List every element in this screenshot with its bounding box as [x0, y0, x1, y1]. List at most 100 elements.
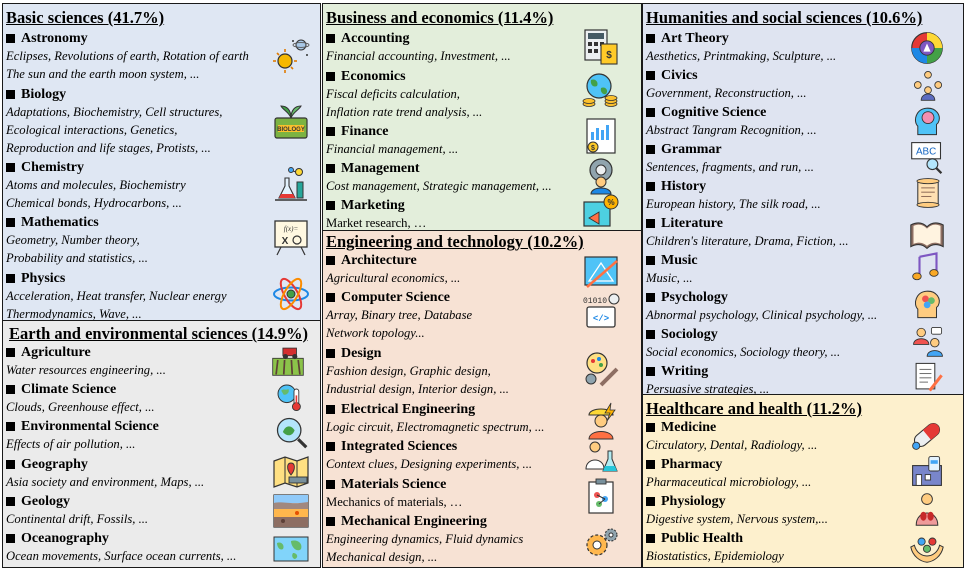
panel-humanities-social-sciences: Humanities and social sciences (10.6%) A…: [642, 3, 964, 395]
bullet-square: [326, 34, 335, 43]
subject-name: Marketing: [341, 198, 405, 213]
subject-desc-line: Sentences, fragments, and run, ...: [646, 160, 814, 174]
subject-desc-line: Music, ...: [646, 271, 693, 285]
subject-marketing: Marketing Market research, …: [326, 197, 594, 231]
bullet-square: [646, 145, 655, 154]
finance-report-icon: $: [586, 118, 616, 154]
mechanical-gears-icon: [586, 528, 618, 556]
marketing-megaphone-icon: %: [583, 194, 619, 227]
bullet-square: [6, 422, 15, 431]
svg-text:ABC: ABC: [916, 146, 936, 157]
subject-desc-line: Children's literature, Drama, Fiction, .…: [646, 234, 849, 248]
subject-desc-line: Atoms and molecules, Biochemistry: [6, 178, 186, 192]
bullet-square: [646, 367, 655, 376]
bullet-square: [646, 34, 655, 43]
public-health-hands-icon: [910, 537, 944, 563]
subject-cognitive-science: Cognitive Science Abstract Tangram Recog…: [646, 104, 914, 139]
subject-name: Physiology: [661, 494, 726, 509]
subject-name: Writing: [661, 364, 709, 379]
subject-desc-line: Eclipses, Revolutions of earth, Rotation…: [6, 49, 249, 63]
subject-desc-line: Fiscal deficits calculation,: [326, 87, 460, 101]
subject-name: Accounting: [341, 31, 410, 46]
subject-desc-line: Abstract Tangram Recognition, ...: [646, 123, 817, 137]
subject-chemistry: Chemistry Atoms and molecules, Biochemis…: [6, 159, 274, 212]
svg-text:X: X: [282, 236, 289, 247]
subject-desc-line: Engineering dynamics, Fluid dynamics: [326, 532, 524, 546]
subject-physics: Physics Acceleration, Heat transfer, Nuc…: [6, 270, 274, 320]
subject-desc-line: Social economics, Sociology theory, ...: [646, 345, 841, 359]
subject-desc-line: Inflation rate trend analysis, ...: [326, 105, 483, 119]
svg-text:%: %: [607, 198, 614, 207]
calculator-document-icon: $: [584, 29, 618, 65]
medicine-capsule-icon: [912, 422, 941, 450]
subject-name: History: [661, 179, 707, 194]
subject-desc-line: Cost management, Strategic management, .…: [326, 179, 552, 193]
bullet-square: [326, 127, 335, 136]
subject-name: Electrical Engineering: [341, 402, 476, 417]
subject-design: Design Fashion design, Graphic design, I…: [326, 345, 594, 398]
subject-desc-line: Chemical bonds, Hydrocarbons, ...: [6, 196, 182, 210]
integrated-sciences-icon: [585, 441, 618, 472]
bullet-square: [646, 330, 655, 339]
subject-desc-line: The sun and the earth moon system, ...: [6, 67, 200, 81]
bullet-square: [6, 163, 15, 172]
subject-desc-line: Water resources engineering, ...: [6, 363, 166, 377]
subject-music: Music Music, ...: [646, 252, 914, 287]
psychology-head-icon: [915, 290, 940, 319]
panel-title: Engineering and technology (10.2%): [326, 232, 584, 251]
subject-desc-line: Financial management, ...: [326, 142, 459, 156]
computer-code-icon: 01010 </>: [583, 293, 620, 328]
subject-architecture: Architecture Agricultural economics, ...: [326, 252, 594, 287]
panel-title: Earth and environmental sciences (14.9%): [9, 324, 308, 343]
subject-name: Music: [661, 253, 698, 268]
panel-title: Basic sciences (41.7%): [6, 8, 165, 27]
subject-civics: Civics Government, Reconstruction, ...: [646, 67, 914, 102]
bullet-square: [326, 72, 335, 81]
subject-literature: Literature Children's literature, Drama,…: [646, 215, 914, 250]
subject-desc-line: Context clues, Designing experiments, ..…: [326, 457, 533, 471]
music-notes-icon: [912, 252, 939, 281]
subject-name: Astronomy: [21, 31, 88, 46]
subject-desc-line: Effects of air pollution, ...: [6, 437, 136, 451]
subject-public-health: Public Health Biostatistics, Epidemiolog…: [646, 530, 914, 565]
subject-sociology: Sociology Social economics, Sociology th…: [646, 326, 914, 361]
subject-name: Public Health: [661, 531, 744, 546]
svg-text:f(x)=: f(x)=: [284, 225, 299, 233]
subject-history: History European history, The silk road,…: [646, 178, 914, 213]
subject-name: Agriculture: [21, 345, 91, 360]
subject-electrical-engineering: Electrical Engineering Logic circuit, El…: [326, 401, 594, 436]
subject-name: Mathematics: [21, 215, 99, 230]
subject-materials-science: Materials Science Mechanics of materials…: [326, 476, 594, 511]
subject-name: Pharmacy: [661, 457, 723, 472]
subject-name: Grammar: [661, 142, 722, 157]
bullet-square: [326, 405, 335, 414]
physics-icon: [273, 277, 309, 311]
bullet-square: [6, 460, 15, 469]
sociology-people-icon: [913, 326, 943, 357]
subject-psychology: Psychology Abnormal psychology, Clinical…: [646, 289, 914, 324]
subject-accounting: Accounting Financial accounting, Investm…: [326, 30, 594, 65]
bullet-square: [6, 34, 15, 43]
bullet-square: [646, 497, 655, 506]
bullet-square: [6, 218, 15, 227]
subject-name: Art Theory: [661, 31, 729, 46]
subject-name: Climate Science: [21, 382, 117, 397]
materials-clipboard-icon: [588, 478, 614, 514]
subject-desc-line: Acceleration, Heat transfer, Nuclear ene…: [6, 289, 227, 303]
subject-physiology: Physiology Digestive system, Nervous sys…: [646, 493, 914, 528]
agriculture-icon: [272, 347, 304, 376]
art-color-wheel-icon: [911, 32, 943, 64]
bullet-square: [326, 517, 335, 526]
bullet-square: [646, 460, 655, 469]
subject-name: Literature: [661, 216, 723, 231]
subject-desc-line: Agricultural economics, ...: [326, 271, 461, 285]
subject-desc-line: Ocean movements, Surface ocean currents,…: [6, 549, 237, 563]
bullet-square: [646, 534, 655, 543]
subject-art-theory: Art Theory Aesthetics, Printmaking, Scul…: [646, 30, 914, 65]
history-scroll-icon: [916, 178, 940, 208]
subject-integrated-sciences: Integrated Sciences Context clues, Desig…: [326, 438, 594, 473]
oceanography-map-icon: [273, 536, 309, 562]
bullet-square: [646, 182, 655, 191]
subject-economics: Economics Fiscal deficits calculation, I…: [326, 68, 594, 121]
subject-desc-line: Continental drift, Fossils, ...: [6, 512, 149, 526]
